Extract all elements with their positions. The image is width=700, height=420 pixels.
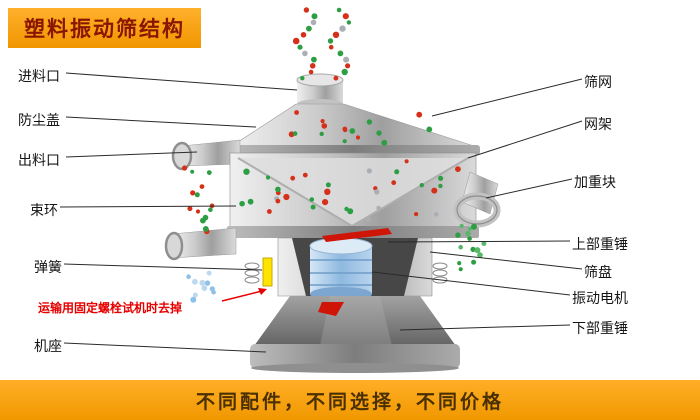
spring-left: [244, 262, 260, 284]
discharge-spout-right: [453, 171, 501, 228]
label-discharge-outlet: 出料口: [18, 152, 60, 168]
particle-stream-left: [182, 165, 215, 235]
machine-base-body: [250, 296, 460, 373]
vibration-motor-cylinder: [309, 237, 373, 301]
bottom-text: 不同配件，不同选择，不同价格: [195, 391, 504, 413]
label-feed-inlet: 进料口: [18, 68, 60, 84]
particles-in-drum: [239, 159, 461, 222]
label-weight-block: 加重块: [574, 174, 616, 190]
lower-hammer-plate: [318, 302, 344, 316]
discharge-spout-lower-left: [164, 227, 237, 261]
particle-stream-lower-left: [186, 270, 216, 303]
label-clamp-ring: 束环: [30, 202, 58, 218]
title-text: 塑料振动筛结构: [24, 18, 185, 41]
particle-stream-top: [292, 7, 352, 81]
sieve-drum: [227, 152, 479, 238]
transport-bolt: [262, 257, 273, 287]
particles-on-cover: [288, 110, 433, 146]
label-sieve-tray: 筛盘: [584, 264, 612, 280]
label-screen-mesh: 筛网: [584, 74, 612, 90]
particle-stream-right: [455, 223, 487, 272]
label-machine-base: 机座: [34, 338, 62, 354]
label-mesh-frame: 网架: [584, 116, 612, 132]
label-dust-cover: 防尘盖: [18, 112, 60, 128]
label-spring: 弹簧: [34, 259, 62, 275]
warning-note: 运输用固定螺栓试机时去掉: [38, 301, 183, 315]
label-upper-hammer: 上部重锤: [572, 236, 628, 252]
middle-section: [244, 228, 448, 301]
label-vibration-motor: 振动电机: [572, 290, 628, 306]
label-lower-hammer: 下部重锤: [572, 320, 628, 336]
warning-arrow: [221, 288, 267, 302]
upper-hammer-plate: [322, 228, 392, 242]
title-banner: 塑料振动筛结构: [8, 8, 201, 48]
discharge-spout-upper-left: [171, 139, 241, 171]
bottom-banner: 不同配件，不同选择，不同价格: [0, 380, 700, 420]
spring-right: [432, 262, 448, 284]
leader-lines: [59, 72, 583, 353]
